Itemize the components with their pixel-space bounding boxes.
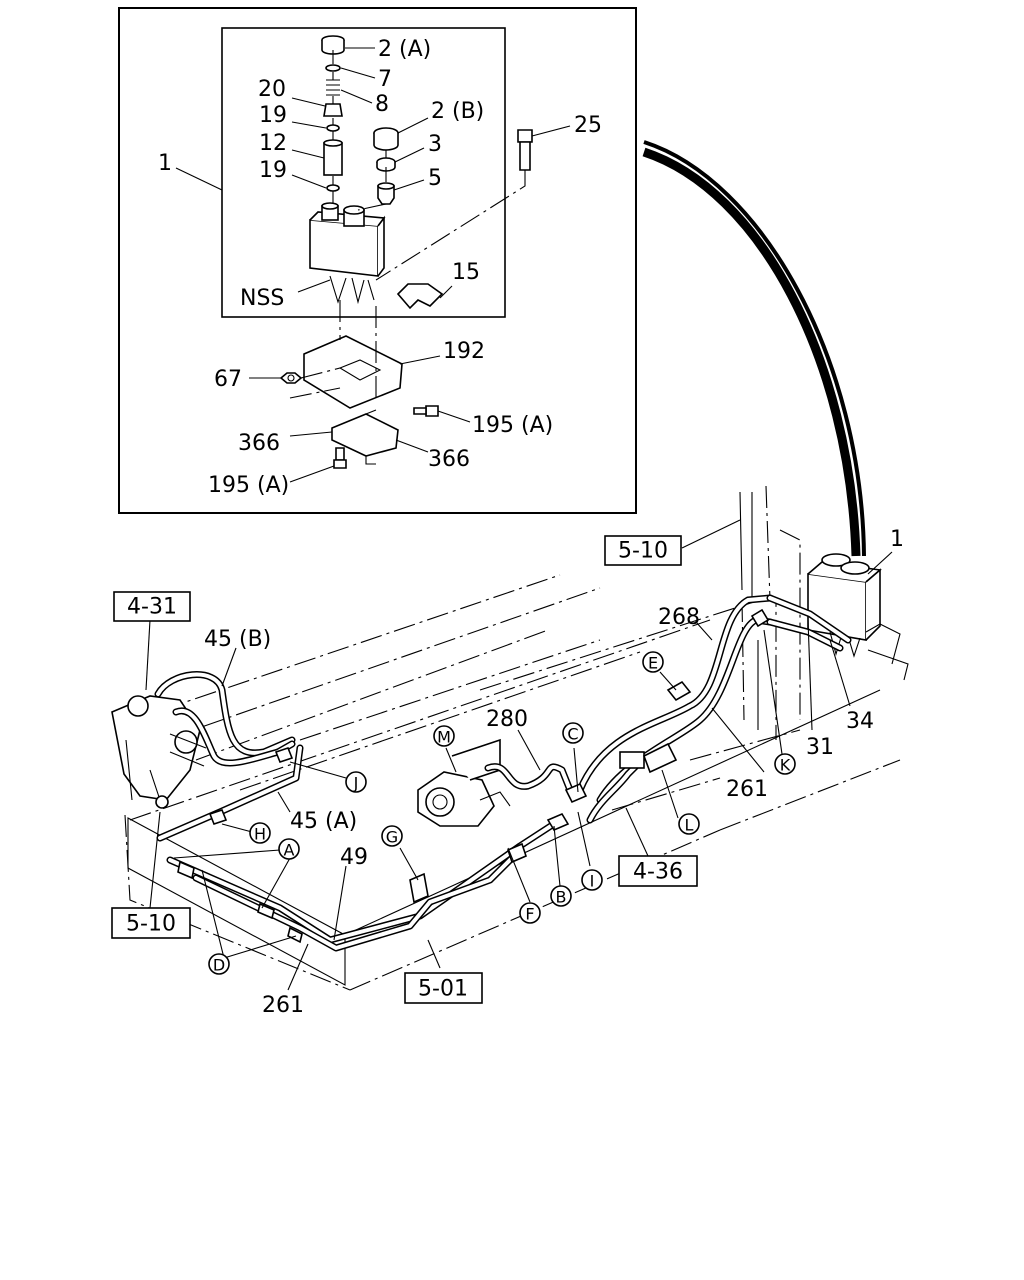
cap-2a-part	[321, 35, 345, 55]
washer-19-top-part	[326, 124, 340, 132]
svg-text:A: A	[284, 841, 295, 860]
callout-7: 7	[378, 67, 392, 92]
ref-box-5-10-left[interactable]: 5-10	[111, 907, 191, 939]
inset-frame	[118, 7, 637, 514]
callout-1-main: 1	[890, 527, 904, 552]
callout-366-right: 366	[428, 447, 470, 472]
svg-text:I: I	[590, 872, 595, 891]
svg-text:F: F	[525, 905, 534, 924]
cap-2b-part	[373, 127, 399, 151]
callout-45b: 45 (B)	[204, 627, 271, 652]
callout-8: 8	[375, 92, 389, 117]
callout-2a: 2 (A)	[378, 37, 431, 62]
seal-7-part	[325, 64, 341, 72]
ref-box-5-01[interactable]: 5-01	[404, 972, 483, 1004]
clip-label-h: H	[249, 822, 271, 844]
callout-195a-right: 195 (A)	[472, 413, 553, 438]
power-steering-pump	[417, 738, 511, 827]
ref-box-4-36[interactable]: 4-36	[618, 855, 698, 887]
reservoir-tank-part	[309, 202, 386, 305]
clip-label-b: B	[550, 885, 572, 907]
svg-text:H: H	[254, 825, 266, 844]
callout-25: 25	[574, 113, 602, 138]
svg-text:L: L	[685, 816, 694, 835]
washer-19-bottom-part	[326, 184, 340, 192]
svg-text:K: K	[780, 756, 791, 775]
clip-label-f: F	[519, 902, 541, 924]
inset-subframe	[221, 27, 506, 318]
bracket-192-part	[303, 335, 403, 409]
ref-box-5-01-label: 5-01	[418, 977, 468, 1002]
clip-label-i: I	[581, 869, 603, 891]
bracket-15-part	[396, 283, 444, 310]
svg-text:J: J	[353, 774, 359, 793]
ref-box-4-31[interactable]: 4-31	[113, 591, 191, 622]
svg-text:G: G	[386, 828, 398, 847]
bolt-25-part	[517, 129, 533, 171]
svg-text:E: E	[648, 654, 658, 673]
ref-box-4-36-label: 4-36	[633, 860, 683, 885]
clip-label-c: C	[562, 722, 584, 744]
callout-192: 192	[443, 339, 485, 364]
callout-5: 5	[428, 166, 442, 191]
callout-280: 280	[486, 707, 528, 732]
clip-label-j: J	[345, 771, 367, 793]
callout-19-top: 19	[259, 103, 287, 128]
callout-261-bottom: 261	[262, 993, 304, 1018]
callout-49: 49	[340, 845, 368, 870]
spring-8-part	[326, 79, 340, 96]
inset-leader-lines	[175, 47, 571, 483]
frame-crossmember	[127, 689, 881, 986]
callout-366-left: 366	[238, 431, 280, 456]
clip-label-l: L	[678, 813, 700, 835]
callout-nss: NSS	[240, 286, 284, 311]
ref-box-4-31-label: 4-31	[127, 595, 177, 620]
bolt-195a-bottom-part	[333, 447, 347, 469]
steering-gearbox	[111, 695, 207, 809]
callout-20: 20	[258, 77, 286, 102]
clip-label-e: E	[642, 651, 664, 673]
ref-box-5-10-top[interactable]: 5-10	[604, 535, 682, 566]
callout-2b: 2 (B)	[431, 99, 484, 124]
callout-19-bottom: 19	[259, 158, 287, 183]
tube-12-part	[323, 139, 343, 176]
callout-45a: 45 (A)	[290, 809, 357, 834]
reservoir-assembled	[807, 553, 909, 681]
callout-15: 15	[452, 260, 480, 285]
clip-hardware	[177, 608, 770, 944]
bolt-195a-right-part	[413, 405, 439, 417]
clip-label-a: A	[278, 838, 300, 860]
callout-34: 34	[846, 709, 874, 734]
ref-box-5-10-top-label: 5-10	[618, 539, 668, 564]
clip-label-m: M	[433, 725, 455, 747]
callout-3: 3	[428, 132, 442, 157]
cab-pillar-lines	[739, 485, 801, 740]
callout-12: 12	[259, 131, 287, 156]
nut-67-part	[279, 372, 303, 384]
callout-31: 31	[806, 735, 834, 760]
svg-text:C: C	[567, 725, 578, 744]
clip-label-g: G	[381, 825, 403, 847]
svg-text:M: M	[437, 728, 451, 747]
main-leader-lines	[145, 519, 893, 991]
filter-5-part	[377, 182, 395, 205]
svg-text:B: B	[556, 888, 567, 907]
callout-261-right: 261	[726, 777, 768, 802]
callout-195a-bottom: 195 (A)	[208, 473, 289, 498]
clip-label-d: D	[208, 953, 230, 975]
callout-268: 268	[658, 605, 700, 630]
callout-1-inset: 1	[158, 151, 172, 176]
filter-20-part	[323, 103, 343, 117]
callout-67: 67	[214, 367, 242, 392]
clip-label-k: K	[774, 753, 796, 775]
ref-box-5-10-left-label: 5-10	[126, 912, 176, 937]
inset-pointer-arc	[642, 147, 861, 557]
svg-text:D: D	[213, 956, 225, 975]
